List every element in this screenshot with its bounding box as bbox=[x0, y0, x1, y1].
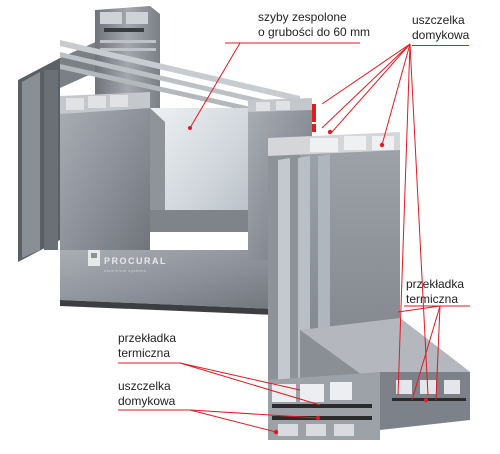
callout-seal-top-line2: domykowa bbox=[412, 28, 470, 42]
callout-seal-bottom-line2: domykowa bbox=[118, 394, 176, 408]
callout-thermal-left-line1: przekładka bbox=[118, 331, 177, 345]
callout-seal-top-underline bbox=[412, 45, 470, 46]
brand-name: PROCURAL bbox=[104, 256, 167, 266]
brand-tagline: aluminium systems bbox=[104, 268, 147, 273]
back-vertical-frame bbox=[18, 40, 100, 262]
main-sash-frame bbox=[60, 92, 312, 316]
callout-thermal-right-line1: przekładka bbox=[406, 277, 465, 291]
callout-seal-bottom: uszczelka domykowa bbox=[118, 379, 175, 409]
callout-glazing: szyby zespolone o grubości do 60 mm bbox=[258, 10, 370, 40]
callout-thermal-left: przekładka termiczna bbox=[118, 331, 176, 361]
callout-seal-bottom-line1: uszczelka bbox=[118, 379, 171, 393]
callout-glazing-line2: o grubości do 60 mm bbox=[258, 25, 371, 39]
callout-thermal-right: przekładka termiczna bbox=[406, 277, 464, 307]
brand-logo-mark bbox=[88, 250, 100, 266]
callout-glazing-line1: szyby zespolone bbox=[258, 10, 347, 24]
callout-seal-top: uszczelka domykowa bbox=[412, 13, 470, 46]
callout-thermal-left-line2: termiczna bbox=[118, 346, 171, 360]
callout-seal-top-line1: uszczelka bbox=[412, 13, 465, 27]
callout-thermal-right-line2: termiczna bbox=[406, 292, 459, 306]
leader-lines bbox=[118, 42, 470, 433]
front-corner-sash bbox=[268, 132, 470, 440]
